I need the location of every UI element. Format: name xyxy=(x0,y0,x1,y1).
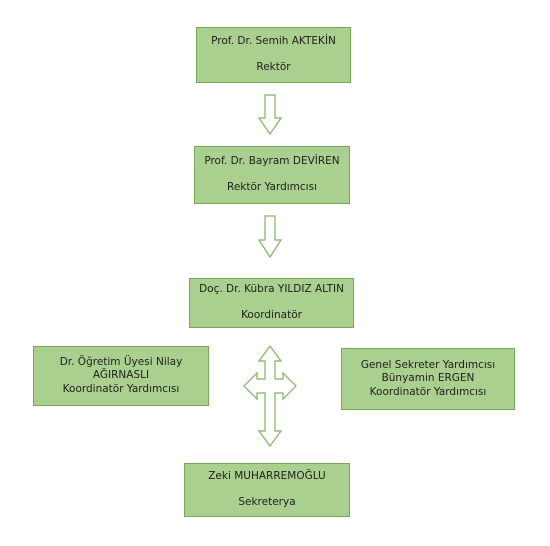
coordinator-box: Doç. Dr. Kübra YILDIZ ALTIN Koordinatör xyxy=(189,278,354,328)
four-way-arrow-icon xyxy=(243,344,297,448)
assistant-coordinator-left-box: Dr. Öğretim Üyesi Nilay AĞIRNASLI Koordi… xyxy=(33,346,209,406)
assistant-left-line1: Dr. Öğretim Üyesi Nilay xyxy=(59,355,183,368)
assistant-right-line2: Bünyamin ERGEN xyxy=(381,372,475,385)
assistant-right-line3: Koordinatör Yardımcısı xyxy=(369,385,487,398)
vice-rector-box: Prof. Dr. Bayram DEVİREN Rektör Yardımcı… xyxy=(194,146,350,204)
assistant-left-line2: AĞIRNASLI xyxy=(92,369,150,382)
assistant-right-line1: Genel Sekreter Yardımcısı xyxy=(360,358,496,371)
rector-title: Rektör xyxy=(256,61,291,73)
coordinator-name: Doç. Dr. Kübra YILDIZ ALTIN xyxy=(199,283,344,296)
secretary-box: Zeki MUHARREMOĞLU Sekreterya xyxy=(184,463,350,517)
secretary-name: Zeki MUHARREMOĞLU xyxy=(208,470,326,483)
secretary-title: Sekreterya xyxy=(238,496,296,508)
coordinator-title: Koordinatör xyxy=(241,309,302,321)
vice-rector-title: Rektör Yardımcısı xyxy=(227,181,317,193)
down-arrow-icon xyxy=(257,215,283,259)
vice-rector-name: Prof. Dr. Bayram DEVİREN xyxy=(204,155,340,168)
assistant-coordinator-right-box: Genel Sekreter Yardımcısı Bünyamin ERGEN… xyxy=(341,348,515,410)
assistant-left-line3: Koordinatör Yardımcısı xyxy=(62,382,180,395)
rector-name: Prof. Dr. Semih AKTEKİN xyxy=(211,35,336,48)
rector-box: Prof. Dr. Semih AKTEKİN Rektör xyxy=(196,27,351,83)
down-arrow-icon xyxy=(257,94,283,136)
